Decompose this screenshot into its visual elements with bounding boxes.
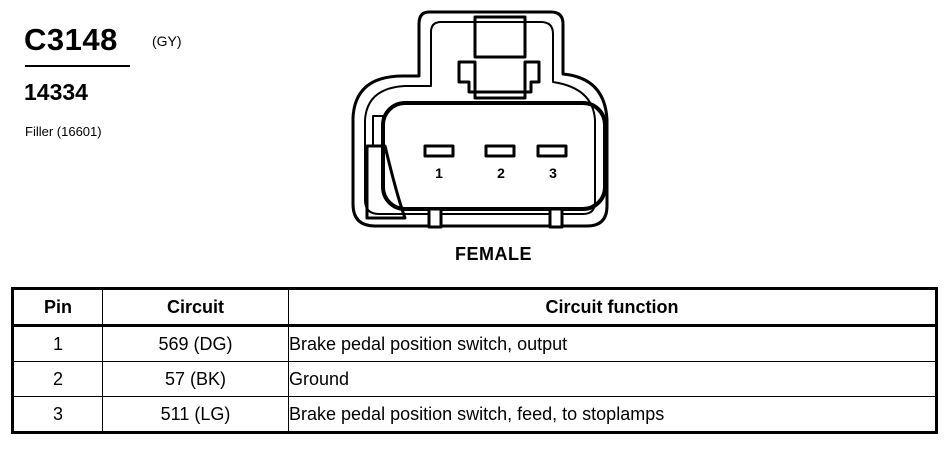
table-row: 2 57 (BK) Ground <box>12 361 937 397</box>
cell-circuit: 569 (DG) <box>102 325 289 362</box>
terminal-face <box>381 101 607 211</box>
part-number: 14334 <box>24 79 88 105</box>
cell-function: Ground <box>288 361 937 397</box>
cell-pin: 2 <box>12 361 103 397</box>
connector-color-code: (GY) <box>152 33 182 49</box>
filler-block <box>365 144 407 220</box>
pin-cavity-3 <box>536 144 568 158</box>
cell-function: Brake pedal position switch, output <box>288 325 937 362</box>
connector-housing-outline <box>351 10 609 228</box>
connector-id: C3148 <box>24 22 118 57</box>
mounting-post-right <box>548 207 564 229</box>
cell-circuit: 57 (BK) <box>102 361 289 397</box>
cell-pin: 3 <box>12 396 103 433</box>
connector-face-diagram: 1 2 3 <box>351 10 609 229</box>
connector-cavity-outline <box>364 21 596 215</box>
header-circuit-function: Circuit function <box>288 288 937 327</box>
mounting-post-left <box>427 207 443 229</box>
pin-cavity-1 <box>423 144 455 158</box>
pin-cavity-2 <box>484 144 516 158</box>
filler-note: Filler (16601) <box>25 124 102 139</box>
pin-label-1: 1 <box>435 165 443 181</box>
cell-circuit: 511 (LG) <box>102 396 289 433</box>
header-pin: Pin <box>12 288 103 327</box>
pin-label-3: 3 <box>549 165 557 181</box>
cell-function: Brake pedal position switch, feed, to st… <box>288 396 937 433</box>
locking-latch <box>457 60 541 100</box>
title-divider <box>25 65 130 67</box>
header-circuit: Circuit <box>102 288 289 327</box>
table-row: 3 511 (LG) Brake pedal position switch, … <box>12 396 937 433</box>
table-row: 1 569 (DG) Brake pedal position switch, … <box>12 325 937 362</box>
table-header-row: Pin Circuit Circuit function <box>12 288 937 327</box>
locking-tab <box>473 15 527 59</box>
pin-label-2: 2 <box>497 165 505 181</box>
cell-pin: 1 <box>12 325 103 362</box>
connector-gender-label: FEMALE <box>455 244 532 264</box>
pin-circuit-table: Pin Circuit Circuit function 1 569 (DG) … <box>11 287 938 434</box>
